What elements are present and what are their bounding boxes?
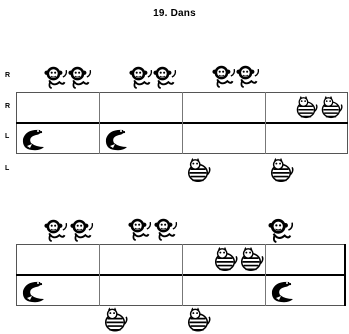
monkey-icon [128,214,152,244]
lower-lane [16,275,346,306]
tiger-icon [294,95,318,121]
bar-line [99,244,100,306]
tiger-icon [212,247,238,273]
staff-grid [16,244,346,306]
tiger-icon [102,307,128,334]
bar-line [99,92,100,154]
tiger-icon [268,157,294,185]
crocodile-icon [18,125,46,153]
tiger-icon [238,247,264,273]
page-title: 19. Dans [0,8,349,19]
row-label-r-top: R [5,72,10,79]
row-label-l-lane: L [5,133,9,140]
crocodile-icon [267,277,295,305]
monkey-icon [154,214,178,244]
row-label-r-lane: R [5,103,10,110]
monkey-icon [44,64,68,90]
bar-line [182,92,183,154]
monkey-icon [212,62,236,90]
end-bar-line [344,244,346,306]
monkey-icon [44,216,68,244]
monkey-icon [153,64,177,90]
upper-lane [16,244,346,275]
monkey-icon [129,64,153,90]
bar-line [182,244,183,306]
bar-line [265,244,266,306]
monkey-icon [70,216,94,244]
center-line [16,274,346,276]
monkey-icon [236,62,260,90]
tiger-icon [185,307,211,334]
tiger-icon [319,95,343,121]
crocodile-icon [101,125,129,153]
crocodile-icon [18,277,46,305]
row-label-l-bottom: L [5,165,9,172]
tiger-icon [185,157,211,185]
bar-line [265,92,266,154]
monkey-icon [268,216,294,244]
monkey-icon [68,64,92,90]
